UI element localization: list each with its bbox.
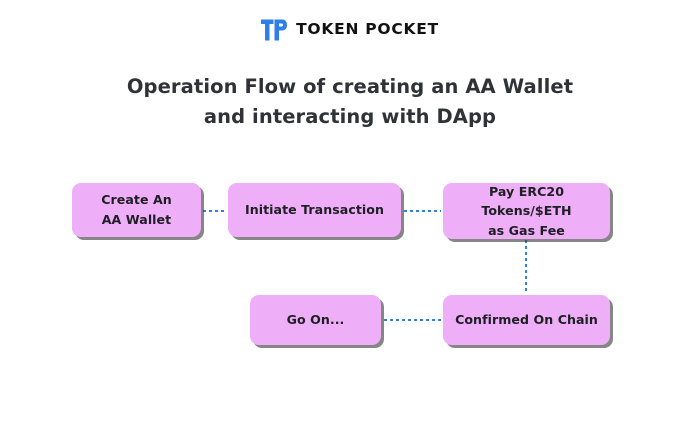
flow-node-label: Pay ERC20 Tokens/$ETH as Gas Fee (481, 183, 572, 238)
flow-node-label: Confirmed On Chain (455, 312, 598, 328)
page-title-line-2: and interacting with DApp (203, 105, 497, 129)
page-title: Operation Flow of creating an AA Wallet … (0, 72, 700, 132)
brand-header: TOKEN POCKET (0, 16, 700, 44)
flow-node-label: Go On... (286, 312, 345, 328)
flow-node-label: Create An AA Wallet (101, 192, 172, 227)
flow-node-create-wallet[interactable]: Create An AA Wallet (72, 183, 201, 237)
tp-monogram-icon (261, 19, 288, 41)
brand-name: TOKEN POCKET (296, 20, 439, 39)
flow-node-pay-gas-fee[interactable]: Pay ERC20 Tokens/$ETH as Gas Fee (443, 183, 610, 239)
flow-node-label: Initiate Transaction (244, 202, 385, 218)
flow-node-go-on[interactable]: Go On... (250, 295, 381, 345)
page-title-line-1: Operation Flow of creating an AA Wallet (126, 75, 574, 98)
flow-node-initiate-transaction[interactable]: Initiate Transaction (228, 183, 401, 237)
flow-node-confirmed-on-chain[interactable]: Confirmed On Chain (443, 295, 610, 345)
